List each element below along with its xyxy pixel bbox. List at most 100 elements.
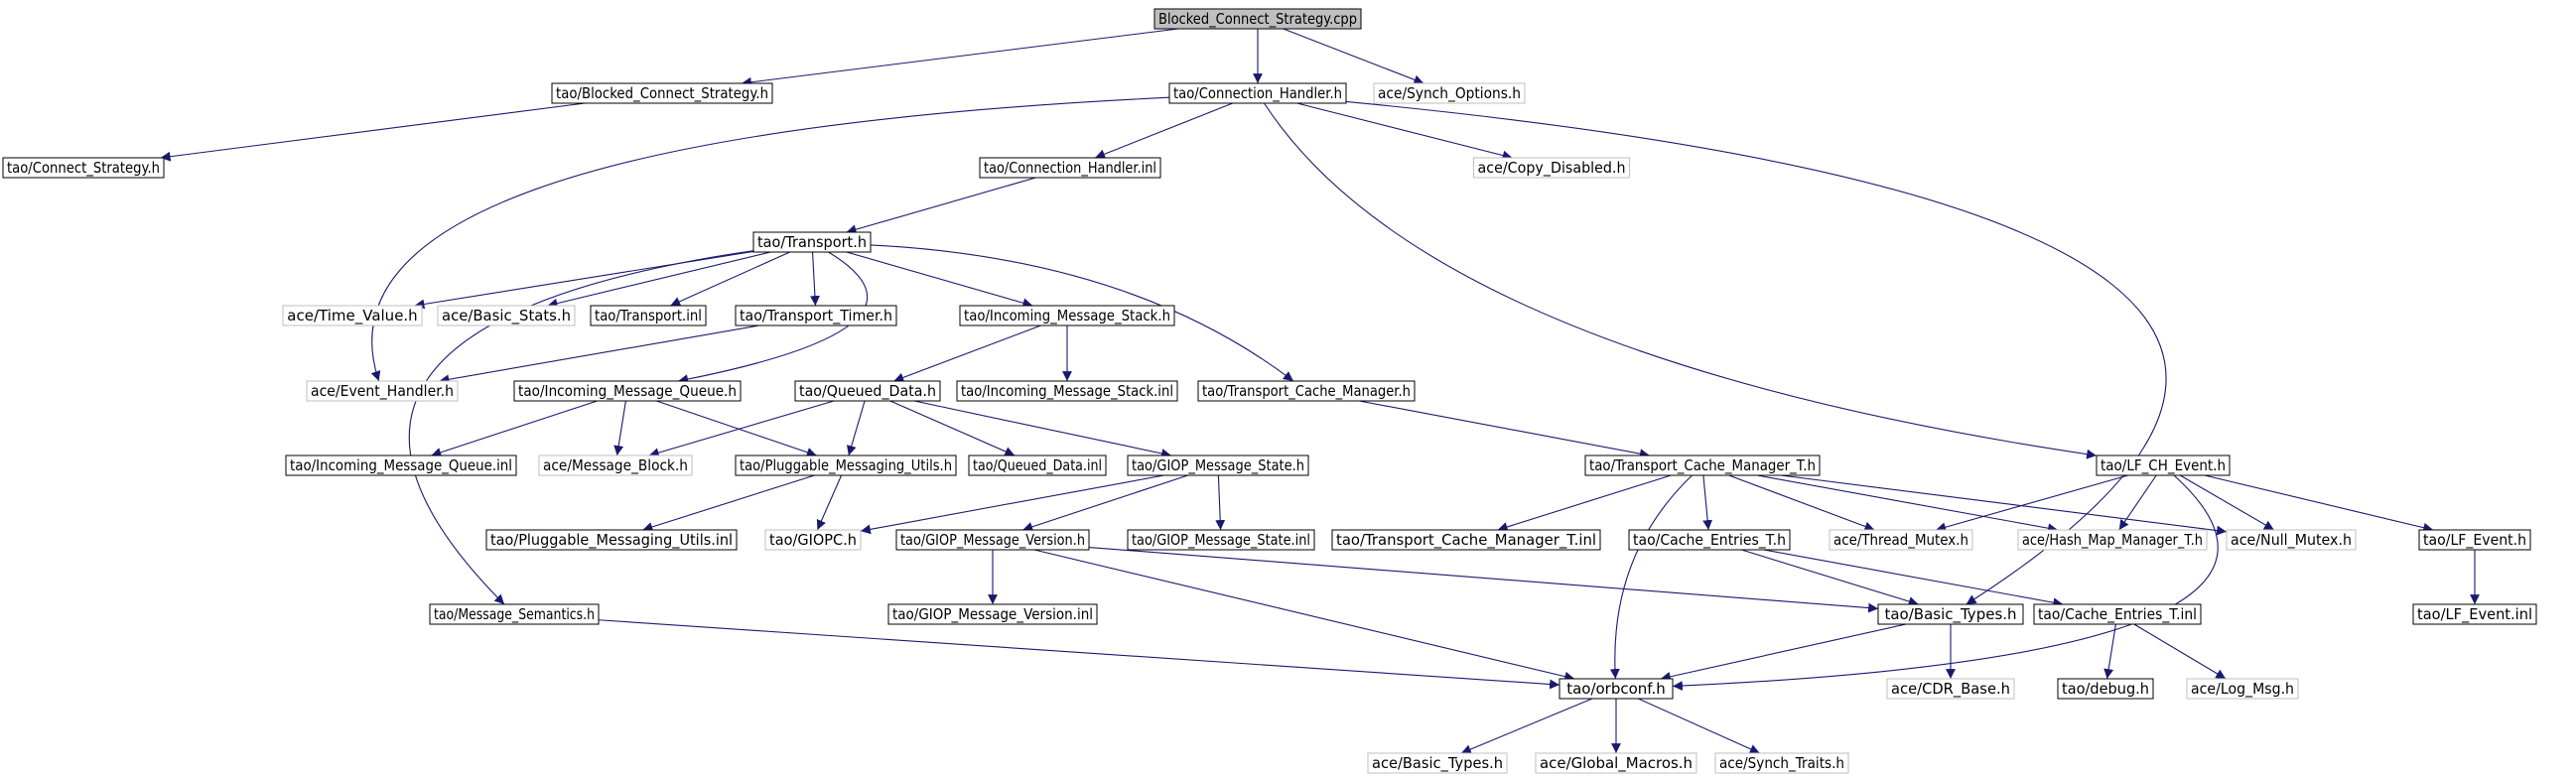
edge-pmu_h-to-giopc xyxy=(816,474,843,531)
node-transport-h[interactable]: tao/Transport.h xyxy=(752,231,872,253)
node-bcs-h[interactable]: tao/Blocked_Connect_Strategy.h xyxy=(551,82,773,104)
node-conn-inl[interactable]: tao/Connection_Handler.inl xyxy=(979,157,1161,179)
edge-queued_data_h-to-message_block xyxy=(648,400,835,457)
node-label: tao/GIOPC.h xyxy=(769,531,857,549)
edge-transport_h-to-basic_stats xyxy=(547,251,771,309)
node-conn-h[interactable]: tao/Connection_Handler.h xyxy=(1168,82,1347,104)
node-box xyxy=(1373,82,1526,104)
node-gms-inl[interactable]: tao/GIOP_Message_State.inl xyxy=(1127,529,1315,551)
node-box xyxy=(1877,603,2024,625)
edge-tcmt_h-to-null_mutex xyxy=(1781,474,2228,536)
node-event-handler: ace/Event_Handler.h xyxy=(306,380,459,402)
node-label: tao/Pluggable_Messaging_Utils.h xyxy=(740,456,952,475)
edge-gms_h-to-giopc xyxy=(860,474,1164,535)
edge-cet_h-to-cet_inl xyxy=(1763,549,2064,608)
edge-queued_data_h-to-queued_data_inl xyxy=(889,400,1016,456)
node-global-macros: ace/Global_Macros.h xyxy=(1535,752,1697,774)
edge-lfch_h-to-orbconf xyxy=(1672,474,2219,691)
node-gms-h[interactable]: tao/GIOP_Message_State.h xyxy=(1127,454,1309,476)
node-box xyxy=(2226,529,2357,551)
node-box xyxy=(1535,752,1697,774)
node-box xyxy=(306,380,459,402)
node-ims-h[interactable]: tao/Incoming_Message_Stack.h xyxy=(959,305,1175,326)
node-imq-h[interactable]: tao/Incoming_Message_Queue.h xyxy=(513,380,742,402)
node-pmu-inl[interactable]: tao/Pluggable_Messaging_Utils.inl xyxy=(485,529,738,551)
node-basic-stats: ace/Basic_Stats.h xyxy=(437,305,576,326)
node-label: tao/LF_Event.inl xyxy=(2417,605,2532,624)
node-box xyxy=(1127,454,1309,476)
node-lf-event-inl[interactable]: tao/LF_Event.inl xyxy=(2412,603,2537,625)
edge-transport_h-to-msg_sem xyxy=(408,250,754,605)
edge-conn_h-to-copy_disabled xyxy=(1296,102,1513,161)
node-label: ace/Synch_Options.h xyxy=(1378,84,1521,103)
node-label: ace/Hash_Map_Manager_T.h xyxy=(2022,531,2203,550)
node-root[interactable]: Blocked_Connect_Strategy.cpp xyxy=(1153,8,1362,30)
edge-transport_h-to-transport_inl xyxy=(670,251,790,307)
edge-tcmt_h-to-tcmt_inl xyxy=(1497,474,1672,532)
node-box xyxy=(485,529,738,551)
edge-transport_h-to-ims_h xyxy=(846,251,1033,309)
node-msg-sem[interactable]: tao/Message_Semantics.h xyxy=(429,603,600,625)
edge-cet_inl-to-log_msg xyxy=(2133,623,2227,680)
edge-layer xyxy=(160,28,2480,754)
node-lf-event-h[interactable]: tao/LF_Event.h xyxy=(2418,529,2531,551)
node-box xyxy=(1559,678,1674,700)
node-box xyxy=(1197,380,1416,402)
node-tcm-h[interactable]: tao/Transport_Cache_Manager.h xyxy=(1197,380,1416,402)
node-label: tao/Basic_Types.h xyxy=(1884,605,2016,624)
node-label: ace/Basic_Types.h xyxy=(1372,754,1503,773)
node-label: tao/Cache_Entries_T.inl xyxy=(2038,605,2197,624)
node-cet-inl[interactable]: tao/Cache_Entries_T.inl xyxy=(2033,603,2202,625)
node-tcmt-inl[interactable]: tao/Transport_Cache_Manager_T.inl xyxy=(1331,529,1601,551)
node-imq-inl[interactable]: tao/Incoming_Message_Queue.inl xyxy=(285,454,517,476)
node-box xyxy=(437,305,576,326)
node-label: ace/Basic_Stats.h xyxy=(442,307,571,325)
node-label: tao/Transport_Cache_Manager.h xyxy=(1202,382,1411,401)
node-box xyxy=(1168,82,1347,104)
node-gmv-h[interactable]: tao/GIOP_Message_Version.h xyxy=(895,529,1090,551)
node-cdr-base: ace/CDR_Base.h xyxy=(1886,678,2015,700)
node-transport-timer[interactable]: tao/Transport_Timer.h xyxy=(735,305,897,326)
edge-queued_data_h-to-gms_h xyxy=(913,400,1172,458)
node-ims-inl[interactable]: tao/Incoming_Message_Stack.inl xyxy=(956,380,1178,402)
node-orbconf[interactable]: tao/orbconf.h xyxy=(1559,678,1674,700)
node-label: tao/Blocked_Connect_Strategy.h xyxy=(556,84,768,103)
node-box xyxy=(968,454,1107,476)
node-box xyxy=(1367,752,1508,774)
node-connect-strategy[interactable]: tao/Connect_Strategy.h xyxy=(2,157,165,179)
edge-ims_h-to-queued_data_h xyxy=(893,324,1041,383)
edge-conn_h-to-lfch_h xyxy=(1264,102,2098,459)
node-tcmt-h[interactable]: tao/Transport_Cache_Manager_T.h xyxy=(1584,454,1821,476)
node-queued-data-h[interactable]: tao/Queued_Data.h xyxy=(794,380,941,402)
node-label: tao/Incoming_Message_Stack.inl xyxy=(961,382,1173,401)
edge-conn_h-to-conn_inl xyxy=(1094,102,1234,159)
node-label: ace/Null_Mutex.h xyxy=(2231,531,2352,550)
node-basic-types[interactable]: tao/Basic_Types.h xyxy=(1877,603,2024,625)
edge-lfch_h-to-thread_mutex xyxy=(1936,474,2128,533)
node-box xyxy=(2418,529,2531,551)
edge-transport_h-to-tcm_h xyxy=(870,244,1294,382)
node-lfch-h[interactable]: tao/LF_CH_Event.h xyxy=(2096,454,2231,476)
node-cet-h[interactable]: tao/Cache_Entries_T.h xyxy=(1628,529,1791,551)
node-label: ace/Thread_Mutex.h xyxy=(1833,531,1968,550)
node-box xyxy=(1331,529,1601,551)
edge-conn_h-to-basic_types xyxy=(1345,100,2167,605)
node-box xyxy=(979,157,1161,179)
node-box xyxy=(590,305,707,326)
edge-imq_h-to-imq_inl xyxy=(431,400,598,457)
node-debug[interactable]: tao/debug.h xyxy=(2057,678,2154,700)
node-copy-disabled: ace/Copy_Disabled.h xyxy=(1473,157,1630,179)
node-layer: Blocked_Connect_Strategy.cpp tao/Blocked_… xyxy=(2,8,2537,774)
node-pmu-h[interactable]: tao/Pluggable_Messaging_Utils.h xyxy=(735,454,957,476)
node-transport-inl[interactable]: tao/Transport.inl xyxy=(590,305,707,326)
edge-gmv_h-to-orbconf xyxy=(1033,549,1575,682)
node-label: tao/Transport_Cache_Manager_T.inl xyxy=(1336,531,1596,550)
node-log-msg: ace/Log_Msg.h xyxy=(2186,678,2299,700)
edge-tcmt_h-to-thread_mutex xyxy=(1728,474,1875,532)
node-ace-basic-types: ace/Basic_Types.h xyxy=(1367,752,1508,774)
node-synch-opts: ace/Synch_Options.h xyxy=(1373,82,1526,104)
node-gmv-inl[interactable]: tao/GIOP_Message_Version.inl xyxy=(887,603,1098,625)
node-box xyxy=(1127,529,1315,551)
node-queued-data-inl[interactable]: tao/Queued_Data.inl xyxy=(968,454,1107,476)
